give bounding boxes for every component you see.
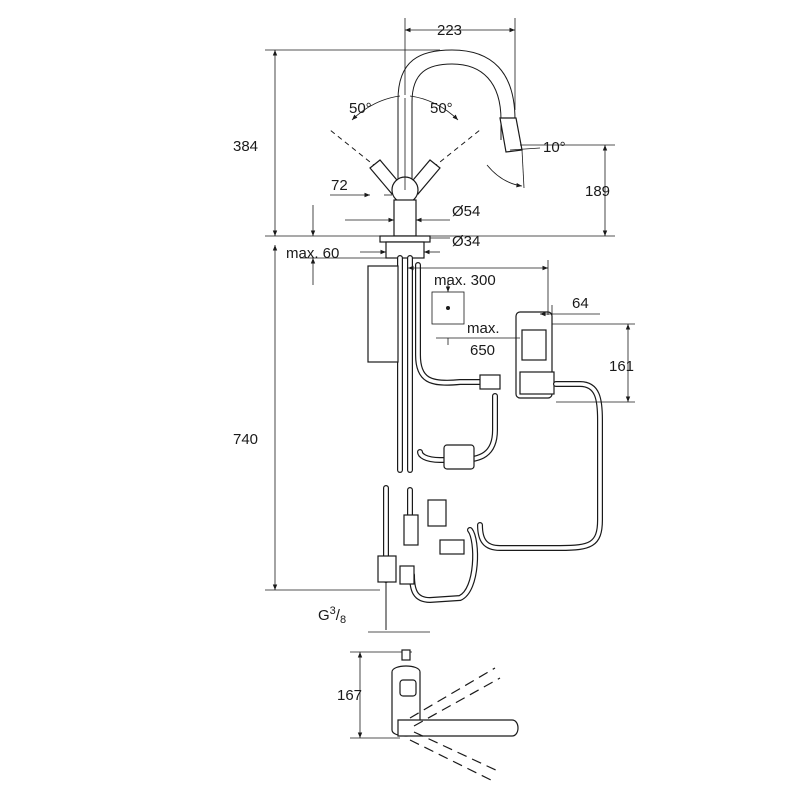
dim-under-counter: 740 xyxy=(233,431,258,448)
dim-connection-thread: G3/8 xyxy=(318,605,346,626)
plan-lever-down xyxy=(409,739,496,783)
dim-box-height-line2: 650 xyxy=(470,342,495,359)
filter-unit xyxy=(443,444,475,470)
dim-plan-depth: 167 xyxy=(337,687,362,704)
dim-outlet-height: 189 xyxy=(585,183,610,200)
dim-hole-diameter: Ø34 xyxy=(452,233,480,250)
dim-box-height: 161 xyxy=(609,358,634,375)
lever-right-position xyxy=(404,129,481,191)
dim-max-deck: max. 60 xyxy=(286,245,339,262)
dim-spray-angle: 10° xyxy=(543,139,566,156)
control-box-panel xyxy=(521,329,547,361)
dim-body-diameter: Ø54 xyxy=(452,203,480,220)
faucet-plan-view xyxy=(350,649,519,783)
dim-box-depth: 64 xyxy=(572,295,589,312)
dim-angle-left: 50° xyxy=(349,100,372,117)
angle-valve-outlet xyxy=(399,565,415,585)
faucet-side-view xyxy=(329,49,603,630)
dim-total-height: 384 xyxy=(233,138,258,155)
dim-angle-right: 50° xyxy=(430,100,453,117)
dim-box-height-line1: max. xyxy=(467,320,500,337)
weight-block xyxy=(367,265,399,363)
plan-outlet xyxy=(401,649,411,661)
spout-outline xyxy=(397,49,516,235)
angle-valve-lower xyxy=(377,555,397,583)
angle-valve-right xyxy=(439,539,465,555)
spout-inner-outline xyxy=(411,63,502,235)
plan-handle xyxy=(399,679,417,697)
dim-lever-length: 72 xyxy=(331,177,348,194)
angle-valve-upper xyxy=(427,499,447,527)
plan-lever-up xyxy=(409,667,496,719)
dim-spout-reach: 223 xyxy=(437,22,462,39)
mounting-flange xyxy=(385,241,425,259)
plan-spout xyxy=(397,719,519,737)
faucet-base xyxy=(393,199,417,237)
dim-box-distance: max. 300 xyxy=(434,272,496,289)
lever-left-position xyxy=(329,129,406,191)
control-valve xyxy=(519,371,555,395)
connector-tee xyxy=(479,374,501,390)
pullout-spray-head xyxy=(499,117,523,153)
dimension-lines xyxy=(265,18,635,633)
angle-valve-mid xyxy=(403,514,419,546)
counter-plate xyxy=(379,235,431,243)
